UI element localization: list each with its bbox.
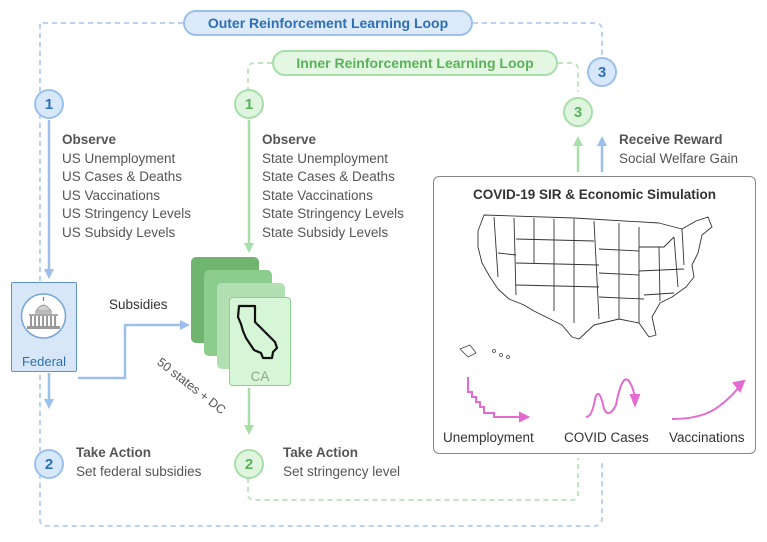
state-action-detail: Set stringency level [283, 463, 401, 479]
state-observe-item: State Vaccinations [262, 187, 373, 203]
curve-label-covid-cases: COVID Cases [564, 430, 649, 445]
federal-observe-step: 1 [34, 89, 64, 119]
federal-observe-block: Observe US Unemployment US Cases & Death… [62, 131, 191, 242]
state-observe-item: State Unemployment [262, 150, 389, 166]
federal-observe-item: US Stringency Levels [62, 206, 192, 221]
federal-observe-item: US Vaccinations [62, 187, 161, 203]
federal-observe-item: US Cases & Deaths [62, 169, 183, 184]
state-action-step: 2 [234, 449, 264, 479]
outer-reward-step: 3 [587, 57, 617, 87]
curve-label-unemployment: Unemployment [443, 430, 534, 445]
federal-agent: Federal [11, 282, 77, 372]
state-action-title: Take Action [283, 445, 359, 460]
reward-block: Receive Reward Social Welfare Gain [619, 131, 738, 168]
inner-reward-step: 3 [563, 97, 593, 127]
subsidies-label: Subsidies [109, 297, 168, 312]
state-observe-item: State Stringency Levels [262, 206, 404, 221]
state-observe-item: State Subsidy Levels [262, 224, 389, 240]
outer-loop-path [38, 22, 603, 527]
covid-cases-curve [585, 378, 641, 418]
federal-observe-item: US Unemployment [62, 150, 176, 166]
state-observe-block: Observe State Unemployment State Cases &… [262, 131, 404, 242]
simulation-panel: COVID-19 SIR & Economic Simulation [433, 176, 756, 454]
california-map-icon [236, 304, 279, 360]
vaccinations-curve [671, 379, 746, 420]
capitol-icon [20, 293, 67, 339]
reward-title: Receive Reward [619, 132, 723, 147]
federal-observe-title: Observe [62, 132, 117, 147]
simulation-graphics [459, 214, 746, 423]
simulation-title: COVID-19 SIR & Economic Simulation [472, 187, 717, 202]
federal-label: Federal [21, 354, 67, 369]
us-map-icon [477, 214, 713, 340]
unemployment-curve [467, 377, 531, 423]
state-card-ca: CA [229, 297, 291, 386]
federal-action-title: Take Action [76, 445, 152, 460]
state-card-label: CA [250, 369, 270, 384]
alaska-hawaii-icon [459, 344, 510, 359]
reward-detail: Social Welfare Gain [619, 150, 739, 166]
federal-action-step: 2 [34, 449, 64, 479]
federal-action-detail: Set federal subsidies [76, 463, 202, 479]
federal-action-block: Take Action Set federal subsidies [76, 444, 201, 481]
outer-loop-label: Outer Reinforcement Learning Loop [183, 10, 473, 36]
federal-observe-item: US Subsidy Levels [62, 224, 176, 240]
state-action-block: Take Action Set stringency level [283, 444, 400, 481]
state-observe-step: 1 [234, 89, 264, 119]
inner-loop-path [247, 62, 272, 90]
inner-loop-label: Inner Reinforcement Learning Loop [272, 50, 558, 76]
state-observe-item: State Cases & Deaths [262, 169, 395, 184]
curve-label-vaccinations: Vaccinations [669, 430, 745, 445]
state-observe-title: Observe [262, 132, 317, 147]
